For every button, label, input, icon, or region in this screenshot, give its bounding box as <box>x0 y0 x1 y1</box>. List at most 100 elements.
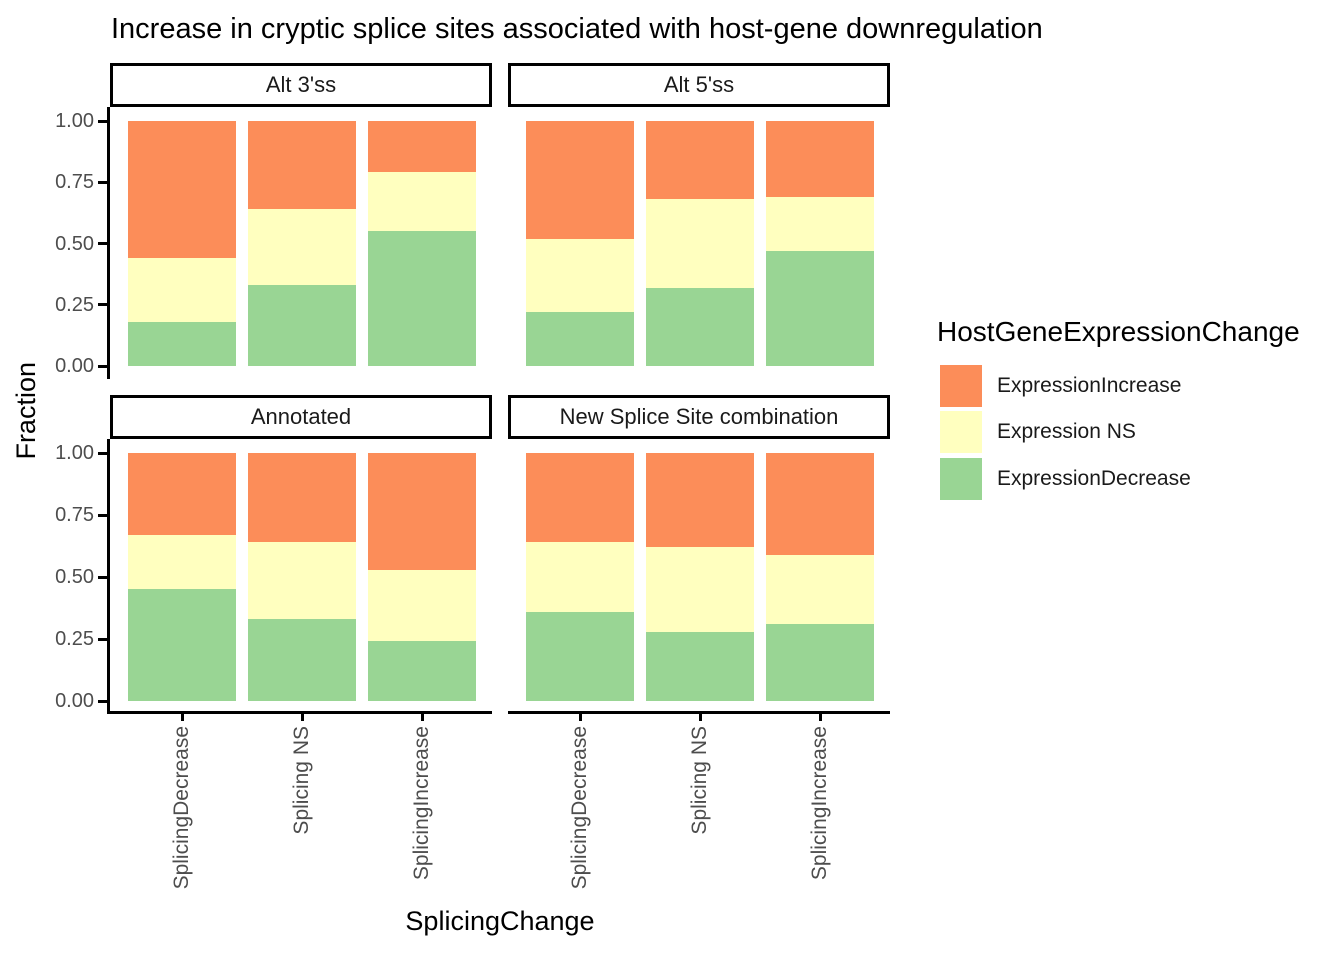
x-axis-tick <box>578 714 582 721</box>
bar-segment-expression-ns <box>526 542 634 612</box>
x-axis-tick <box>300 714 304 721</box>
y-axis-tick-label: 0.25 <box>55 293 94 316</box>
legend-swatch-expression-ns <box>940 411 982 453</box>
y-axis-tick <box>98 242 107 245</box>
legend-swatch-expression-increase <box>940 365 982 407</box>
x-axis-tick-label: Splicing NS <box>290 726 313 835</box>
y-axis-tick <box>98 364 107 368</box>
bar-segment-expression-ns <box>248 542 356 620</box>
legend-item-label: Expression NS <box>997 420 1136 443</box>
y-axis-line-row2 <box>107 439 110 714</box>
x-axis-tick-label-box: SplicingDecrease <box>563 726 597 926</box>
bar-segment-expression-ns <box>526 238 634 313</box>
facet-strip-label: Annotated <box>250 404 352 429</box>
bar-segment-expression-ns <box>248 209 356 286</box>
bar-segment-expressiondecrease <box>128 321 236 366</box>
bar-segment-expressiondecrease <box>646 631 754 701</box>
bar-segment-expressionincrease <box>368 453 476 570</box>
bar-segment-expressiondecrease <box>248 619 356 701</box>
legend-item-label: ExpressionIncrease <box>997 374 1182 397</box>
x-axis-tick-label-box: Splicing NS <box>683 726 717 926</box>
x-axis-tick <box>180 714 184 721</box>
legend-title: HostGeneExpressionChange <box>937 316 1300 347</box>
bar-segment-expression-ns <box>368 569 476 642</box>
bar-splicing-ns <box>646 453 754 701</box>
panel-annotated <box>110 453 492 701</box>
facet-strip-label: New Splice Site combination <box>559 404 839 429</box>
bar-segment-expressionincrease <box>646 121 754 200</box>
y-axis-tick-label: 0.50 <box>55 232 94 255</box>
bar-splicingincrease <box>766 453 874 701</box>
bar-segment-expressiondecrease <box>766 624 874 701</box>
y-axis-tick-label: 0.00 <box>55 355 94 377</box>
y-axis-tick <box>98 303 107 307</box>
bar-segment-expressionincrease <box>368 121 476 173</box>
y-axis-tick-label: 0.75 <box>55 504 94 526</box>
facet-strip-label: Alt 3'ss <box>265 72 337 97</box>
bar-segment-expressionincrease <box>766 453 874 555</box>
bar-segment-expressionincrease <box>766 121 874 197</box>
y-axis-tick <box>98 699 107 703</box>
plot-title: Increase in cryptic splice sites associa… <box>111 13 1043 45</box>
bar-splicingincrease <box>368 453 476 701</box>
y-axis-title: Fraction <box>10 362 41 460</box>
bar-splicingdecrease <box>128 453 236 701</box>
y-axis-tick <box>98 637 107 641</box>
y-axis-tick <box>98 513 107 517</box>
y-axis-tick-label: 0.00 <box>55 690 94 712</box>
y-axis-tick-label: 1.00 <box>55 110 94 132</box>
facet-strip-alt-3ss: Alt 3'ss <box>110 63 492 107</box>
legend-swatch-expression-decrease <box>940 458 982 500</box>
bar-segment-expressiondecrease <box>526 312 634 366</box>
x-axis-tick <box>818 714 822 721</box>
legend: HostGeneExpressionChange ExpressionIncre… <box>937 316 1337 500</box>
bar-segment-expressiondecrease <box>368 641 476 701</box>
y-axis-tick-label: 0.25 <box>55 628 94 650</box>
bar-segment-expressionincrease <box>128 453 236 535</box>
bar-splicing-ns <box>248 453 356 701</box>
x-axis-tick-label: SplicingDecrease <box>568 726 591 890</box>
x-axis-line-col2 <box>508 711 890 714</box>
panel-new-splice-site-combination <box>508 453 890 701</box>
bar-segment-expressiondecrease <box>526 611 634 701</box>
legend-item-label: ExpressionDecrease <box>997 467 1191 490</box>
bar-segment-expressiondecrease <box>248 285 356 366</box>
bar-segment-expression-ns <box>766 196 874 251</box>
bar-segment-expression-ns <box>128 534 236 590</box>
bar-segment-expressiondecrease <box>646 287 754 366</box>
y-axis-tick <box>98 451 107 455</box>
x-axis-tick-label-box: Splicing NS <box>285 726 319 926</box>
bar-segment-expressiondecrease <box>368 231 476 366</box>
bar-splicingincrease <box>368 121 476 366</box>
bar-splicingdecrease <box>128 121 236 366</box>
bar-segment-expressiondecrease <box>128 589 236 701</box>
y-axis-tick-label: 0.50 <box>55 566 94 588</box>
bar-splicing-ns <box>248 121 356 366</box>
facet-strip-alt-5ss: Alt 5'ss <box>508 63 890 107</box>
x-axis-tick-label: SplicingIncrease <box>410 726 433 881</box>
y-axis-tick <box>98 180 107 184</box>
x-axis-tick-label-box: SplicingIncrease <box>405 726 439 926</box>
x-axis-tick <box>698 714 702 721</box>
bar-segment-expressionincrease <box>526 453 634 543</box>
bar-splicingdecrease <box>526 453 634 701</box>
bar-segment-expressiondecrease <box>766 250 874 366</box>
bar-splicingdecrease <box>526 121 634 366</box>
bar-segment-expression-ns <box>766 554 874 625</box>
x-axis-tick-label: SplicingIncrease <box>808 726 831 881</box>
facet-strip-label: Alt 5'ss <box>663 72 735 97</box>
x-axis-tick <box>420 714 424 721</box>
panel-alt-5ss <box>508 121 890 366</box>
bar-segment-expression-ns <box>646 547 754 632</box>
bar-segment-expressionincrease <box>248 453 356 543</box>
x-axis-tick-label-box: SplicingIncrease <box>803 726 837 926</box>
bar-segment-expressionincrease <box>248 121 356 210</box>
y-axis-line-row1 <box>107 107 110 379</box>
bar-segment-expressionincrease <box>526 121 634 239</box>
y-axis-tick-label: 0.75 <box>55 171 94 194</box>
y-axis-tick-label: 1.00 <box>55 442 94 464</box>
x-axis-tick-label: SplicingDecrease <box>170 726 193 890</box>
bar-segment-expressionincrease <box>646 453 754 548</box>
y-axis-tick <box>98 575 107 579</box>
